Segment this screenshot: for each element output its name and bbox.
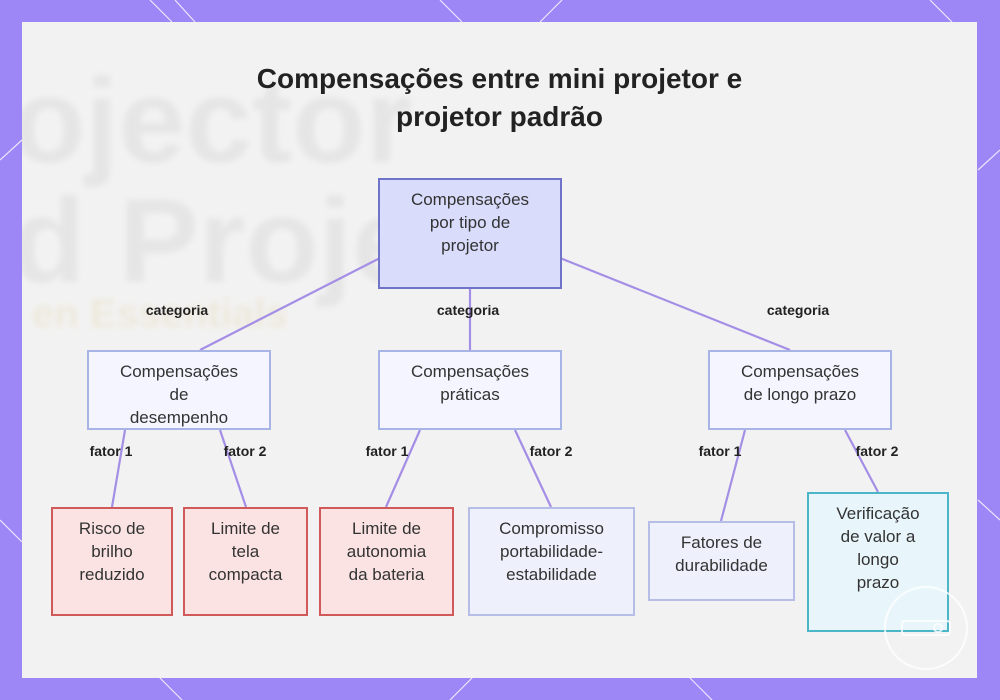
edge-desempenho-tela — [218, 429, 248, 508]
edge-label-fator-2: fator 2 — [855, 443, 899, 459]
edge-root-longo-prazo — [559, 256, 791, 352]
edge-root-desempenho — [199, 257, 381, 351]
edge-longo-durabilidade — [719, 429, 747, 522]
edge-praticas-bateria — [384, 429, 422, 508]
node-compensacoes-desempenho: Compensações de desempenho — [87, 350, 271, 430]
node-fatores-durabilidade: Fatores de durabilidade — [648, 521, 795, 601]
node-compensacoes-praticas: Compensações práticas — [378, 350, 562, 430]
node-root: Compensações por tipo de projetor — [378, 178, 562, 289]
logo-badge-icon — [884, 586, 968, 670]
background-watermark-text: ojector — [22, 54, 413, 188]
edge-label-fator-2: fator 2 — [223, 443, 267, 459]
edge-label-fator-1: fator 1 — [365, 443, 409, 459]
edge-label-categoria: categoria — [145, 302, 209, 318]
edge-longo-verificacao — [844, 429, 879, 493]
edge-label-categoria: categoria — [436, 302, 500, 318]
node-limite-bateria: Limite de autonomia da bateria — [319, 507, 454, 616]
diagram-title: Compensações entre mini projetor e proje… — [256, 63, 743, 132]
edge-desempenho-risco — [110, 429, 127, 508]
node-compromisso: Compromisso portabilidade- estabilidade — [468, 507, 635, 616]
background-watermark-text: en Essentials — [32, 292, 288, 336]
edge-label-fator-2: fator 2 — [529, 443, 573, 459]
node-compensacoes-longo-prazo: Compensações de longo prazo — [708, 350, 892, 430]
edge-label-categoria: categoria — [766, 302, 830, 318]
edge-label-fator-1: fator 1 — [89, 443, 133, 459]
edge-praticas-compromisso — [514, 429, 552, 508]
node-limite-tela: Limite de tela compacta — [183, 507, 308, 616]
edge-label-fator-1: fator 1 — [698, 443, 742, 459]
node-risco-brilho: Risco de brilho reduzido — [51, 507, 173, 616]
